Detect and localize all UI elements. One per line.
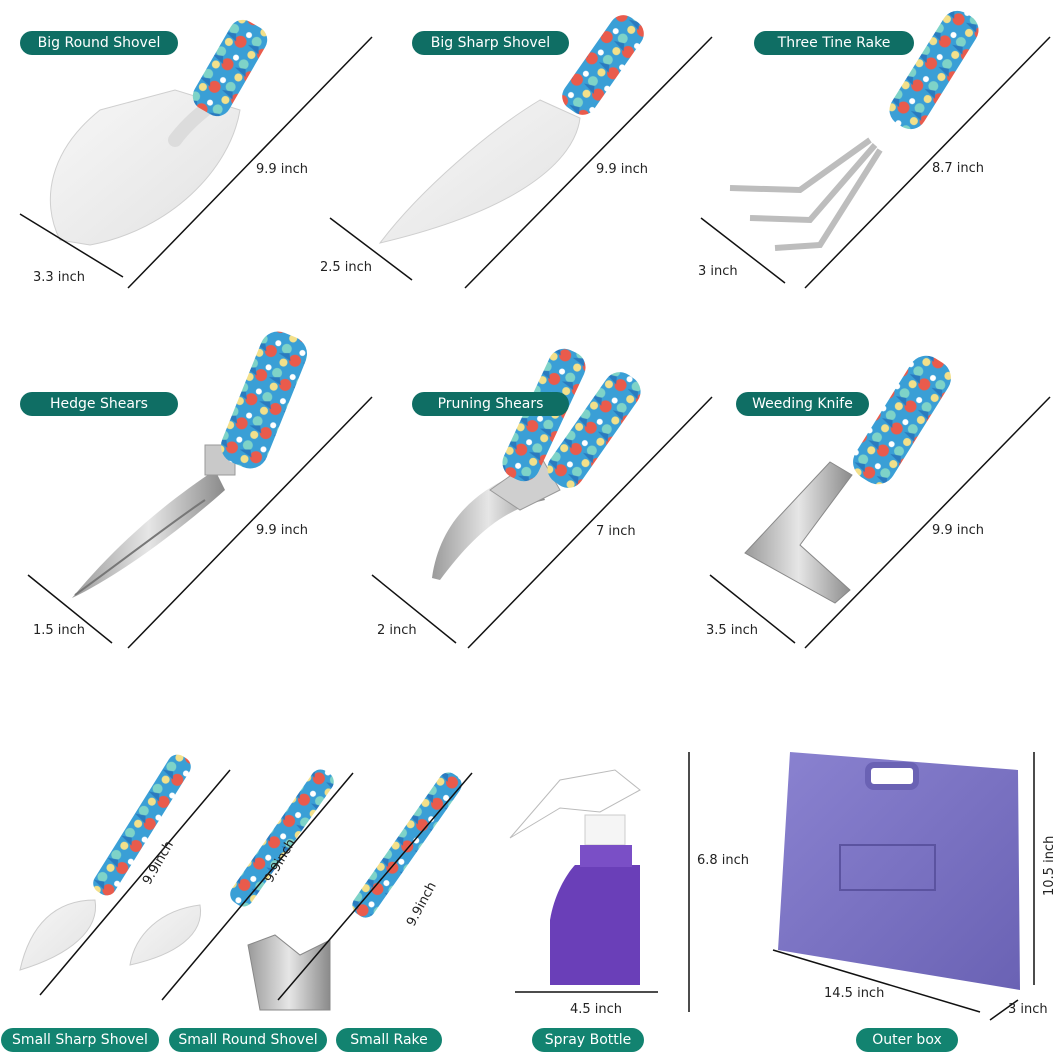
big-sharp-shovel-image: [378, 15, 644, 244]
outer-box-image: [778, 752, 1020, 990]
label-three-tine-rake: Three Tine Rake: [754, 31, 914, 55]
label-pruning-shears: Pruning Shears: [412, 392, 569, 416]
label-spray-bottle: Spray Bottle: [532, 1028, 644, 1052]
dim-big-sharp-shovel-width: 2.5 inch: [320, 260, 373, 275]
small-round-shovel-image: [129, 769, 334, 966]
dim-hedge-shears-width: 1.5 inch: [33, 623, 86, 638]
pruning-shears-image: [432, 348, 641, 580]
dim-weeding-knife-width: 3.5 inch: [706, 623, 759, 638]
dim-line: [19, 213, 124, 278]
dim-line: [804, 396, 1051, 649]
dim-line: [464, 36, 713, 289]
label-small-round-shovel: Small Round Shovel: [169, 1028, 327, 1052]
dim-big-round-shovel-length: 9.9 inch: [256, 162, 309, 177]
dim-three-tine-rake-length: 8.7 inch: [932, 161, 985, 176]
three-tine-rake-image: [729, 10, 979, 251]
label-small-rake: Small Rake: [336, 1028, 442, 1052]
spray-bottle-image: [509, 769, 641, 985]
label-small-sharp-shovel: Small Sharp Shovel: [1, 1028, 159, 1052]
dim-outer-box-depth: 3 inch: [1008, 1002, 1048, 1017]
dim-spray-bottle-width: 4.5 inch: [570, 1002, 623, 1017]
label-weeding-knife: Weeding Knife: [736, 392, 869, 416]
dim-pruning-shears-width: 2 inch: [377, 623, 417, 638]
label-big-round-shovel: Big Round Shovel: [20, 31, 178, 55]
dim-line: [772, 949, 981, 1013]
dim-pruning-shears-length: 7 inch: [596, 524, 636, 539]
dim-line: [989, 999, 1019, 1021]
dim-line: [709, 574, 796, 644]
dim-line: [467, 396, 713, 649]
dim-big-round-shovel-width: 3.3 inch: [33, 270, 86, 285]
dim-line: [700, 217, 786, 284]
dim-big-sharp-shovel-length: 9.9 inch: [596, 162, 649, 177]
weeding-knife-image: [744, 355, 951, 604]
dim-line: [27, 574, 113, 644]
big-round-shovel-image: [49, 19, 268, 246]
hedge-shears-image: [72, 331, 308, 598]
dim-three-tine-rake-width: 3 inch: [698, 264, 738, 279]
label-hedge-shears: Hedge Shears: [20, 392, 178, 416]
dim-line: [127, 36, 373, 289]
dim-line: [329, 217, 413, 281]
dim-line: [161, 772, 354, 1001]
dim-line: [127, 396, 373, 649]
dim-weeding-knife-length: 9.9 inch: [932, 523, 985, 538]
dim-line: [39, 769, 231, 996]
dim-line: [371, 574, 457, 644]
label-outer-box: Outer box: [856, 1028, 958, 1052]
dim-spray-bottle-height: 6.8 inch: [697, 853, 750, 868]
label-big-sharp-shovel: Big Sharp Shovel: [412, 31, 569, 55]
dim-hedge-shears-length: 9.9 inch: [256, 523, 309, 538]
dim-line: [277, 772, 473, 1001]
dim-line: [804, 36, 1051, 289]
small-sharp-shovel-image: [19, 754, 191, 971]
dim-outer-box-width: 14.5 inch: [824, 986, 885, 1001]
dim-outer-box-height: 10.5 inch: [1042, 835, 1057, 896]
